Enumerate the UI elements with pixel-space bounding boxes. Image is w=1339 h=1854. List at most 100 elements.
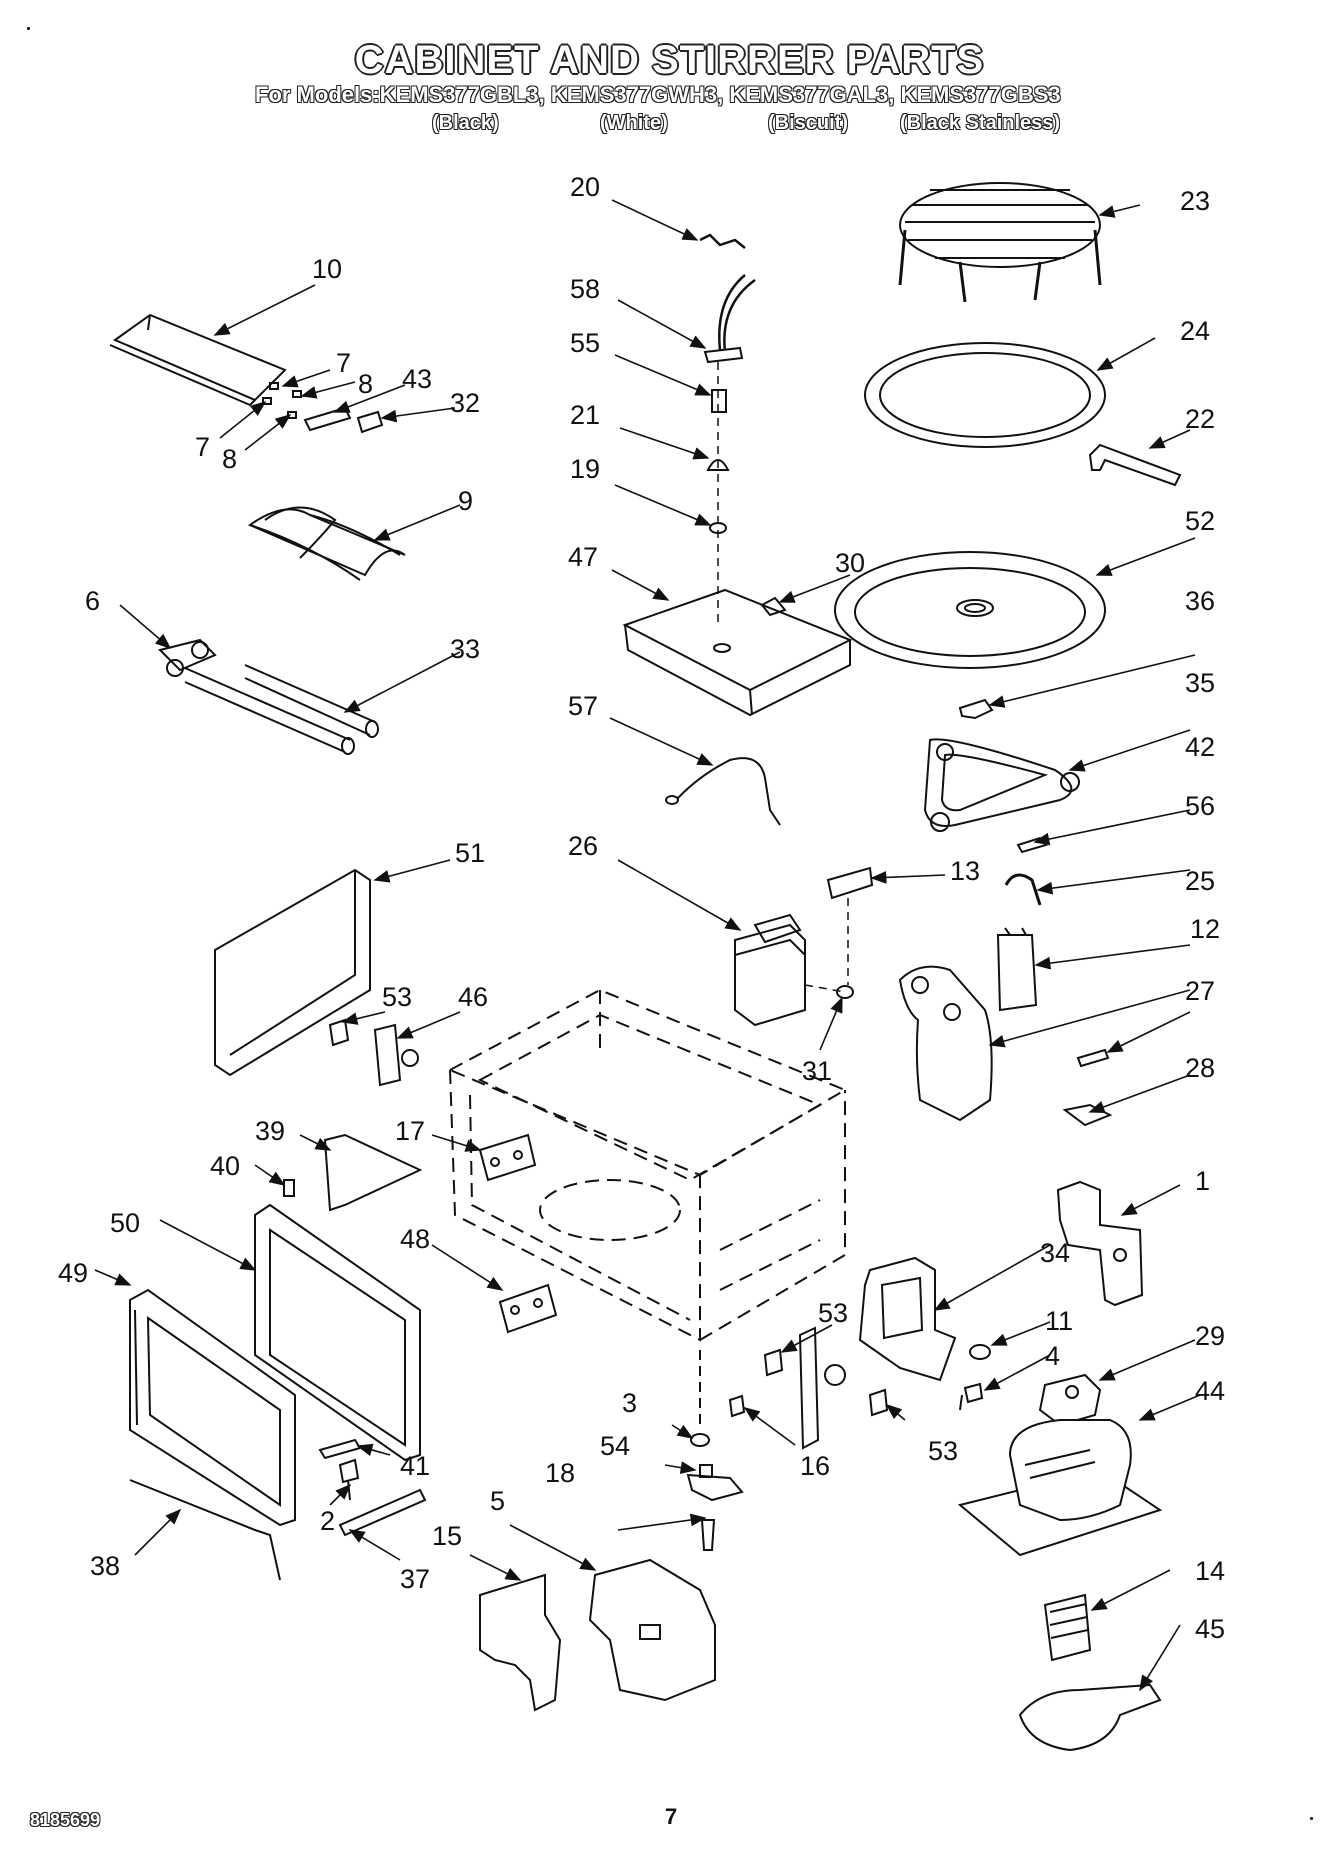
- callout: 8: [358, 369, 373, 399]
- callout: 35: [1185, 668, 1215, 698]
- part-38-37-rod-lever: [129, 1479, 427, 1581]
- part-switch-holder: [728, 1326, 889, 1450]
- callout: 52: [1185, 506, 1215, 536]
- callout: 14: [1195, 1556, 1225, 1586]
- callout: 53: [382, 982, 412, 1012]
- leader-lines: [94, 199, 1201, 1692]
- callout: 58: [570, 274, 600, 304]
- part-49-door: [129, 1288, 296, 1527]
- part-11-nut: [969, 1344, 991, 1360]
- part-14-fan-blade: [1043, 1593, 1092, 1662]
- callout: 11: [1045, 1306, 1073, 1336]
- connection-lines: [717, 362, 849, 993]
- callout: 30: [835, 548, 865, 578]
- callout: 45: [1195, 1614, 1225, 1644]
- callout: 57: [568, 691, 598, 721]
- callout: 42: [1185, 732, 1215, 762]
- part-stirrer-motor: [686, 1350, 744, 1551]
- part-13-connector: [826, 866, 874, 900]
- callout: 9: [458, 486, 473, 516]
- callout: 6: [85, 586, 100, 616]
- callout: 51: [455, 838, 485, 868]
- part-51-side-panel: [214, 868, 371, 1077]
- callout: 19: [570, 454, 600, 484]
- callout: 25: [1185, 866, 1215, 896]
- callout: 4: [1045, 1341, 1060, 1371]
- callout: 10: [312, 254, 342, 284]
- part-24-roller-ring: [864, 342, 1106, 448]
- part-35-roller-guide: [923, 738, 1080, 832]
- part-44-fan-housing: [957, 1419, 1163, 1557]
- callout: 39: [255, 1116, 285, 1146]
- page-number: 7: [665, 1804, 678, 1829]
- part-6-33-heater-assembly: [158, 638, 379, 755]
- part-56-wire-clip: [1004, 873, 1042, 906]
- callout: 34: [1040, 1238, 1070, 1268]
- callout: 23: [1180, 186, 1210, 216]
- part-28-clip: [1062, 1103, 1113, 1127]
- callout: 38: [90, 1551, 120, 1581]
- callout: 1: [1195, 1166, 1210, 1196]
- models-line: For Models:KEMS377GBL3, KEMS377GWH3, KEM…: [255, 82, 1061, 107]
- page-title: CABINET AND STIRRER PARTS: [354, 38, 985, 82]
- part-27-fuse: [1076, 1048, 1110, 1068]
- callout: 49: [58, 1258, 88, 1288]
- callout: 7: [336, 348, 351, 378]
- callout: 12: [1190, 914, 1220, 944]
- part-23-rack: [898, 182, 1102, 303]
- part-47-stirrer-cover: [622, 588, 853, 717]
- callout: 36: [1185, 586, 1215, 616]
- callout: 28: [1185, 1053, 1215, 1083]
- part-29-motor: [1038, 1373, 1102, 1427]
- part-4-screw: [959, 1382, 984, 1411]
- part-22-bracket: [1088, 443, 1182, 487]
- oven-cavity-outline: [447, 988, 848, 1342]
- callout-numbers: 20 23 10 58 24 55 7 8 43 32 7 8 21 22 19…: [58, 172, 1225, 1644]
- part-45-fan-shroud: [1018, 1683, 1162, 1752]
- part-5-duct: [588, 1558, 716, 1702]
- callout: 54: [600, 1431, 630, 1461]
- callout: 46: [458, 982, 488, 1012]
- callout: 44: [1195, 1376, 1225, 1406]
- scan-speck: [1310, 1817, 1313, 1820]
- callout: 2: [320, 1506, 335, 1536]
- callout: 24: [1180, 316, 1210, 346]
- callout: 3: [622, 1388, 637, 1418]
- callout: 37: [400, 1564, 430, 1594]
- part-9-reflector: [247, 506, 406, 581]
- part-52-turntable: [834, 551, 1106, 669]
- callout: 31: [802, 1056, 832, 1086]
- callout: 53: [928, 1436, 958, 1466]
- callout: 15: [432, 1521, 462, 1551]
- callout: 32: [450, 388, 480, 418]
- callout: 47: [568, 542, 598, 572]
- callout: 55: [570, 328, 600, 358]
- part-26-transformer: [734, 913, 806, 1027]
- part-stirrer-shaft-parts: [699, 233, 756, 534]
- part-50-door-frame: [254, 1203, 421, 1462]
- callout: 27: [1185, 976, 1215, 1006]
- callout: 40: [210, 1151, 240, 1181]
- callout: 13: [950, 856, 980, 886]
- part-36-clip: [958, 698, 994, 720]
- scan-speck: [27, 27, 30, 30]
- callout: 17: [395, 1116, 425, 1146]
- callout: 22: [1185, 404, 1215, 434]
- callout: 43: [402, 364, 432, 394]
- color-label-black-stainless: (Black Stainless): [900, 112, 1061, 134]
- part-53-46-switch: [328, 1018, 419, 1087]
- part-10-grill-cover: [109, 313, 287, 407]
- callout: 18: [545, 1458, 575, 1488]
- part-34-transformer: [858, 1256, 957, 1382]
- part-41-2-latch: [318, 1438, 362, 1501]
- part-7-8-43-32-clips: [262, 382, 384, 434]
- callout: 29: [1195, 1321, 1225, 1351]
- callout: 50: [110, 1208, 140, 1238]
- part-57-ground-wire: [665, 757, 781, 826]
- part-15-duct: [479, 1573, 562, 1712]
- callout: 26: [568, 831, 598, 861]
- callout: 41: [400, 1451, 430, 1481]
- part-31-grommet: [836, 985, 854, 999]
- color-label-white: (White): [600, 112, 668, 134]
